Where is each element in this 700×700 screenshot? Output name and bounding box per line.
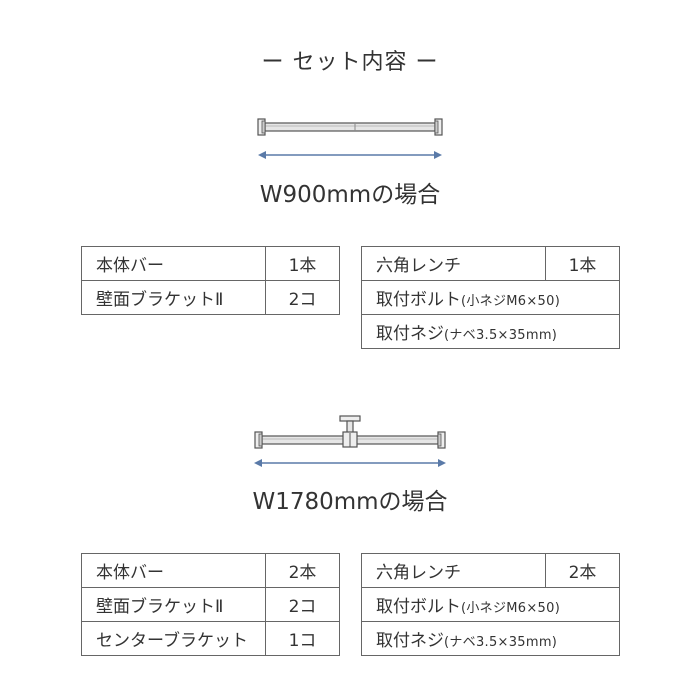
- page-title: ー セット内容 ー: [261, 50, 439, 75]
- rod-1780-bar-left: [261, 435, 347, 445]
- item-cell: 取付ボルト(小ネジM6×50): [361, 587, 620, 622]
- item-qty: 2コ: [265, 587, 340, 622]
- item-name: 本体バー: [81, 553, 266, 588]
- rod-1780-bar-right: [353, 435, 439, 445]
- item-name: 取付ネジ: [376, 324, 444, 344]
- item-name: 取付ネジ: [376, 631, 444, 651]
- item-note: (ナベ3.5×35mm): [444, 635, 558, 650]
- parts-table-w1780: 六角レンチ 2本 取付ボルト(小ネジM6×50) 取付ネジ(ナベ3.5×35mm…: [361, 553, 620, 656]
- item-qty: 1本: [265, 246, 340, 281]
- rod-1780-dimension-arrow: [254, 459, 446, 467]
- item-name: 本体バー: [81, 246, 266, 281]
- table-row: 壁面ブラケットⅡ 2コ: [81, 280, 340, 315]
- item-qty: 1本: [545, 246, 620, 281]
- caption-w900: W900mmの場合: [259, 182, 441, 208]
- item-qty: 2コ: [265, 280, 340, 315]
- item-qty: 1コ: [265, 621, 340, 656]
- item-cell: 取付ボルト(小ネジM6×50): [361, 280, 620, 315]
- contents-table-w1780: 本体バー 2本 壁面ブラケットⅡ 2コ センターブラケット 1コ: [81, 553, 340, 656]
- item-qty: 2本: [265, 553, 340, 588]
- item-note: (ナベ3.5×35mm): [444, 328, 558, 343]
- item-note: (小ネジM6×50): [461, 294, 561, 309]
- table-row: センターブラケット 1コ: [81, 621, 340, 656]
- item-name: 取付ボルト: [376, 597, 461, 617]
- item-name: センターブラケット: [81, 621, 266, 656]
- table-row: 取付ボルト(小ネジM6×50): [361, 587, 620, 622]
- item-name: 六角レンチ: [361, 553, 546, 588]
- item-cell: 取付ネジ(ナベ3.5×35mm): [361, 621, 620, 656]
- rod-1780-center-bracket: [339, 415, 361, 448]
- item-cell: 取付ネジ(ナベ3.5×35mm): [361, 314, 620, 349]
- table-row: 本体バー 1本: [81, 246, 340, 281]
- table-row: 取付ネジ(ナベ3.5×35mm): [361, 621, 620, 656]
- table-row: 本体バー 2本: [81, 553, 340, 588]
- item-name: 壁面ブラケットⅡ: [81, 587, 266, 622]
- caption-w1780: W1780mmの場合: [252, 489, 448, 515]
- item-name: 取付ボルト: [376, 290, 461, 310]
- item-name: 壁面ブラケットⅡ: [81, 280, 266, 315]
- table-row: 六角レンチ 1本: [361, 246, 620, 281]
- item-qty: 2本: [545, 553, 620, 588]
- rod-900-bar: [264, 122, 436, 132]
- table-row: 取付ネジ(ナベ3.5×35mm): [361, 314, 620, 349]
- item-note: (小ネジM6×50): [461, 601, 561, 616]
- parts-table-w900: 六角レンチ 1本 取付ボルト(小ネジM6×50) 取付ネジ(ナベ3.5×35mm…: [361, 246, 620, 349]
- item-name: 六角レンチ: [361, 246, 546, 281]
- table-row: 取付ボルト(小ネジM6×50): [361, 280, 620, 315]
- table-row: 六角レンチ 2本: [361, 553, 620, 588]
- table-row: 壁面ブラケットⅡ 2コ: [81, 587, 340, 622]
- rod-900-dimension-arrow: [258, 151, 442, 159]
- contents-table-w900: 本体バー 1本 壁面ブラケットⅡ 2コ: [81, 246, 340, 315]
